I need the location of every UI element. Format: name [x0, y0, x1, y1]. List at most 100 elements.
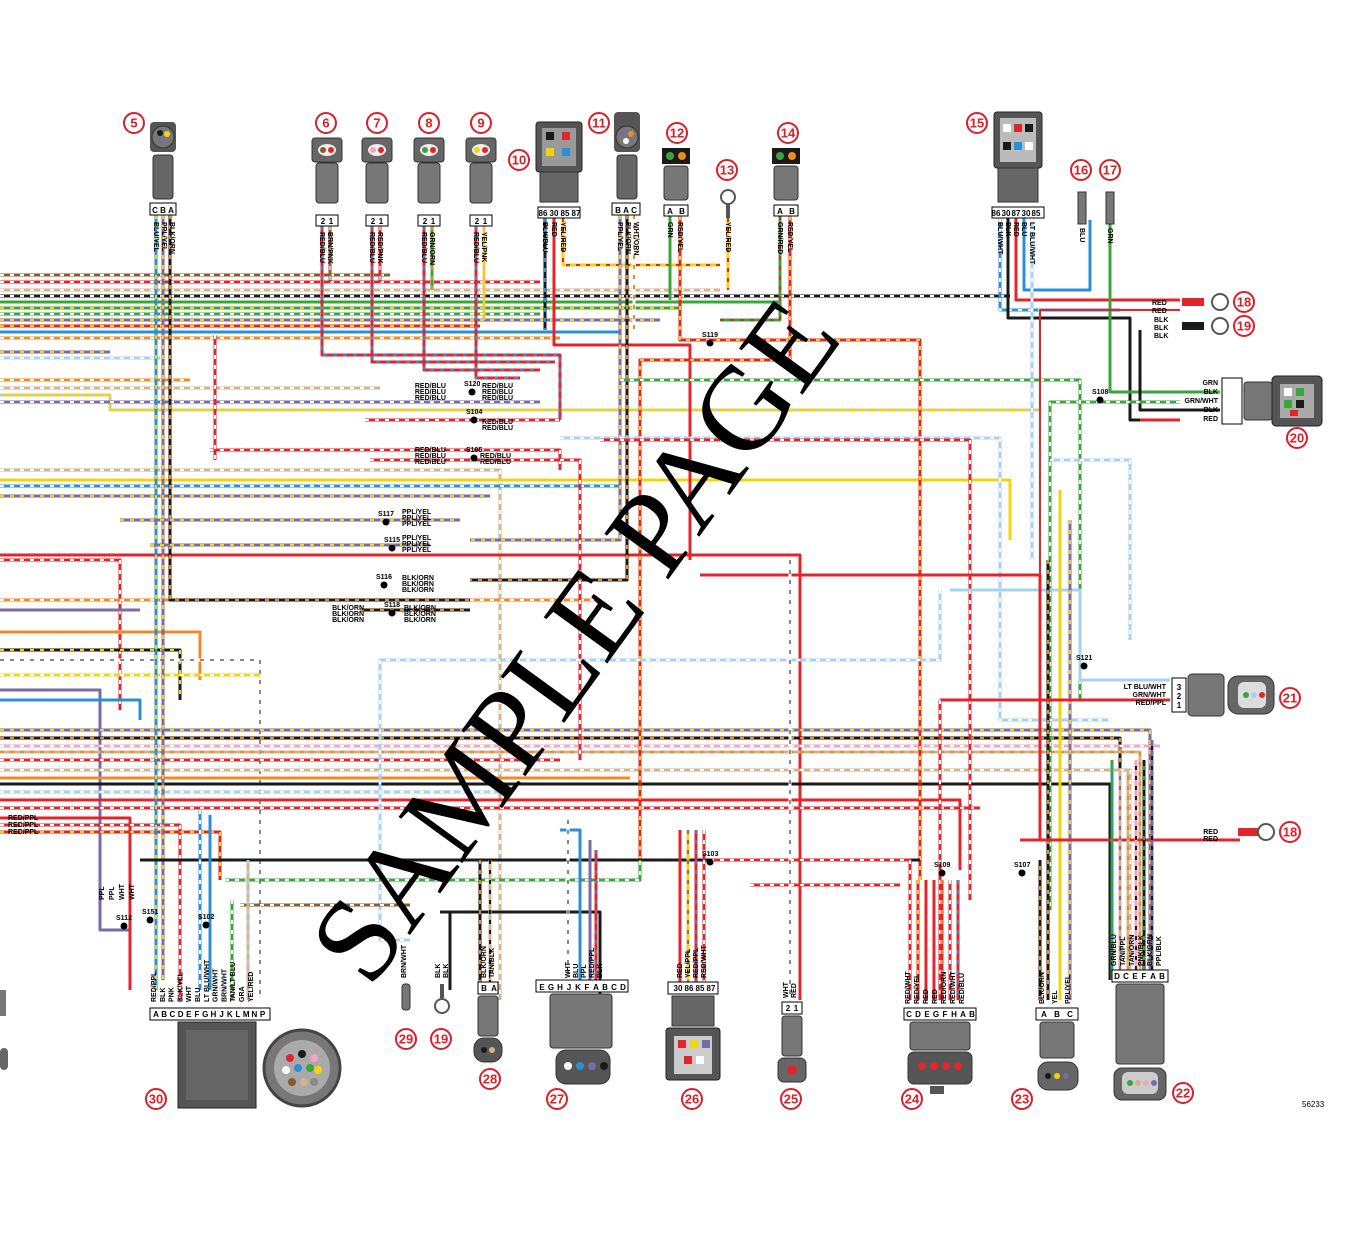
- pin-label: G: [202, 1010, 208, 1019]
- wire-label: GRN/BLU: [1111, 934, 1118, 966]
- wire-label: RED/BLU: [959, 973, 966, 1004]
- wire-label: YEL/PPL: [685, 948, 692, 978]
- pin-label: F: [585, 983, 590, 992]
- wire-label: RED/BLU: [482, 389, 513, 396]
- wire-label: TAN/LT BLU: [230, 962, 237, 1002]
- wire: [1108, 224, 1220, 394]
- connector-22-icon: [1111, 969, 1169, 1101]
- callout-6: 6: [315, 112, 337, 134]
- wire-label: BRN/WHT: [221, 968, 228, 1002]
- svg-text:19: 19: [434, 1032, 448, 1047]
- callout-11: 11: [588, 112, 610, 134]
- splice-s109: [938, 869, 946, 877]
- svg-text:7: 7: [373, 116, 380, 131]
- wire-label: RED/WHT: [701, 945, 708, 978]
- splice-s103: [706, 858, 714, 866]
- splice-s120: [468, 388, 476, 396]
- callout-28: 28: [479, 1068, 501, 1090]
- wire-label: RED/YEL: [676, 222, 683, 253]
- wire-label: PPL/YEL: [402, 509, 432, 516]
- pin-label: A: [153, 1010, 159, 1019]
- pin-label: D: [915, 1010, 921, 1019]
- pin-label: 2: [1177, 692, 1182, 701]
- pin-label: M: [243, 1010, 250, 1019]
- wire-label: RED/ORN: [941, 972, 948, 1004]
- callout-18a: 18: [1233, 291, 1255, 313]
- pin-label: F: [195, 1010, 200, 1019]
- connector-29-bullet-icon: [401, 983, 411, 1011]
- wire: [561, 218, 720, 267]
- splice-label: S119: [702, 332, 718, 339]
- pin-label: C: [1067, 1010, 1073, 1019]
- wire-label: BLU: [573, 964, 580, 978]
- svg-text:22: 22: [1176, 1086, 1190, 1101]
- wire-stripe: [562, 218, 720, 266]
- connector-partial-left-icon: [0, 990, 8, 1070]
- connector-group: [0, 111, 1323, 1109]
- wire-label: PPL/YEL: [160, 222, 167, 252]
- pin-label: E: [186, 1010, 192, 1019]
- wire-label: RED/PPL: [1136, 700, 1167, 707]
- wire: [1039, 309, 1180, 700]
- svg-text:18: 18: [1237, 295, 1251, 310]
- svg-text:21: 21: [1283, 691, 1297, 706]
- connector-16-terminal-icon: [1077, 191, 1087, 225]
- wire-stripe: [0, 831, 221, 880]
- wire: [0, 830, 222, 880]
- svg-text:14: 14: [781, 126, 796, 141]
- svg-text:23: 23: [1015, 1092, 1029, 1107]
- wire: [0, 798, 962, 870]
- splice-s151: [146, 916, 154, 924]
- pin-label: D: [620, 983, 626, 992]
- wire-label: WHT: [186, 985, 193, 1002]
- wire-label: RED/YEL: [786, 222, 793, 253]
- wire-label: PPL: [99, 886, 106, 900]
- wire-label: RED/BLU: [415, 395, 446, 402]
- splice-label: S107: [1014, 862, 1030, 869]
- callout-27: 27: [546, 1088, 568, 1110]
- callout-19a: 19: [1233, 315, 1255, 337]
- wire-label: TAN/BLK: [489, 948, 496, 978]
- wire-label: BLK/ORN: [332, 617, 364, 624]
- connector-24-icon: [903, 1007, 977, 1094]
- callout-20: 20: [1286, 427, 1308, 449]
- wire-label: BLU: [1020, 222, 1027, 236]
- wire: [1138, 330, 1220, 412]
- wire-label: BLU/YEL: [152, 222, 159, 253]
- wire-label: BLK: [1154, 317, 1168, 324]
- wire-label: PPL/YEL: [402, 535, 432, 542]
- pin-label: 86: [685, 984, 694, 993]
- wire: [950, 588, 1170, 682]
- pin-label: B: [679, 207, 685, 216]
- svg-text:5: 5: [130, 116, 137, 131]
- wire-label: PPL: [581, 964, 588, 978]
- wire-label: PPL/YEL: [1065, 974, 1072, 1004]
- callout-16: 16: [1070, 159, 1092, 181]
- callout-9: 9: [470, 112, 492, 134]
- wire-label: BLK/ORN: [332, 605, 364, 612]
- callout-15: 15: [966, 112, 988, 134]
- pin-label: 1: [1177, 701, 1182, 710]
- wire-label: BLK: [1204, 407, 1218, 414]
- wire-label: RED/PPL: [8, 829, 39, 836]
- pin-label: B: [161, 1010, 167, 1019]
- wire-label: BLK/ORN: [402, 575, 434, 582]
- splice-label: S121: [1076, 655, 1092, 662]
- splice-label: S102: [198, 914, 214, 921]
- connector-14-icon: [772, 148, 800, 217]
- wire-label: BLK: [597, 964, 604, 978]
- callout-22: 22: [1172, 1082, 1194, 1104]
- wire: [370, 226, 555, 364]
- svg-text:24: 24: [905, 1092, 920, 1107]
- wire-stripe: [0, 824, 181, 1000]
- svg-text:19: 19: [1237, 319, 1251, 334]
- callout-8: 8: [418, 112, 440, 134]
- wire-label: BLK: [1204, 389, 1218, 396]
- splice-s105: [470, 454, 478, 462]
- wire-label: PPL/YEL: [402, 547, 432, 554]
- wire-label: BLK/ORN: [624, 222, 631, 254]
- pin-label: C: [611, 983, 617, 992]
- pin-label: 85: [696, 984, 705, 993]
- pin-label: K: [227, 1010, 233, 1019]
- pin-label: A: [667, 207, 673, 216]
